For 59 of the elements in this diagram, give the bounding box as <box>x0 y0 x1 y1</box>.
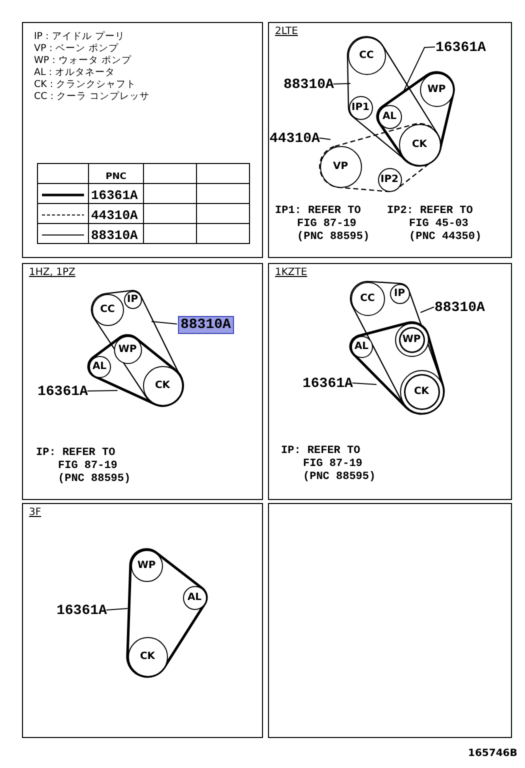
panel-title: 1KZTE <box>275 267 308 278</box>
panel-frame <box>268 263 512 500</box>
panel-title: 2LTE <box>275 26 298 37</box>
pulley: CC <box>348 36 386 74</box>
panel-title: 1HZ, 1PZ <box>29 267 76 278</box>
part-number: 16361A <box>302 376 353 392</box>
abbreviation-text: WP : ウォータ ポンプ <box>34 54 132 67</box>
panel-frame <box>268 22 512 258</box>
pulley: CC <box>92 294 124 326</box>
pulley: AL <box>88 356 110 378</box>
leader-line <box>403 46 436 92</box>
leader-line <box>106 608 128 610</box>
leader-line <box>318 138 331 140</box>
part-number: 16361A <box>56 602 107 618</box>
leader-line <box>86 390 118 392</box>
leader-line <box>332 83 351 84</box>
figure-number: 165746B <box>468 748 518 759</box>
part-number: 16361A <box>436 40 486 56</box>
pulley: AL <box>182 586 206 610</box>
pulley: CK <box>398 124 440 166</box>
pulley: AL <box>378 104 402 128</box>
pulley-double: CK <box>400 370 444 414</box>
pulley: CK <box>142 366 182 406</box>
part-number: 88310A <box>178 316 234 334</box>
reference-note: IP1: REFER TO FIG 87-19 (PNC 88595) <box>275 205 371 244</box>
leader-line <box>151 321 178 324</box>
abbreviation-text: AL : オルタネータ <box>34 66 116 79</box>
pulley: IP1 <box>348 96 372 120</box>
pulley: CK <box>128 636 168 676</box>
legend-text: 88310A <box>91 228 138 243</box>
pulley: AL <box>350 336 372 358</box>
abbreviation-text: CC : クーラ コンプレッサ <box>34 90 150 103</box>
pulley: WP <box>130 550 162 582</box>
part-number: 88310A <box>434 300 485 316</box>
pulley: IP <box>390 284 410 304</box>
reference-note: IP: REFER TO FIG 87-19 (PNC 88595) <box>36 447 132 486</box>
part-number: 88310A <box>284 76 334 92</box>
legend-text: 44310A <box>91 208 138 223</box>
legend-text: 16361A <box>91 188 138 203</box>
pulley: VP <box>320 146 362 188</box>
part-number: 44310A <box>270 130 320 146</box>
leader-line <box>352 382 377 385</box>
panel-frame <box>22 263 263 500</box>
panel-title: 3F <box>29 507 42 518</box>
pulley-double: WP <box>394 322 428 356</box>
abbreviation-text: VP : ベーン ポンプ <box>34 42 118 55</box>
column-header: PNC <box>106 172 126 182</box>
leader-line <box>420 306 434 313</box>
pulley: IP2 <box>378 168 402 192</box>
panel-frame <box>22 503 263 738</box>
pulley: WP <box>420 72 454 106</box>
abbreviation-text: IP : アイドル プーリ <box>34 30 125 43</box>
reference-note: IP: REFER TO FIG 87-19 (PNC 88595) <box>281 445 377 484</box>
abbreviation-text: CK : クランクシャフト <box>34 78 136 91</box>
pulley: WP <box>114 336 142 364</box>
pulley: CC <box>350 282 384 316</box>
pulley: IP <box>124 290 142 308</box>
reference-note: IP2: REFER TO FIG 45-03 (PNC 44350) <box>387 205 483 244</box>
part-number: 16361A <box>38 384 88 400</box>
